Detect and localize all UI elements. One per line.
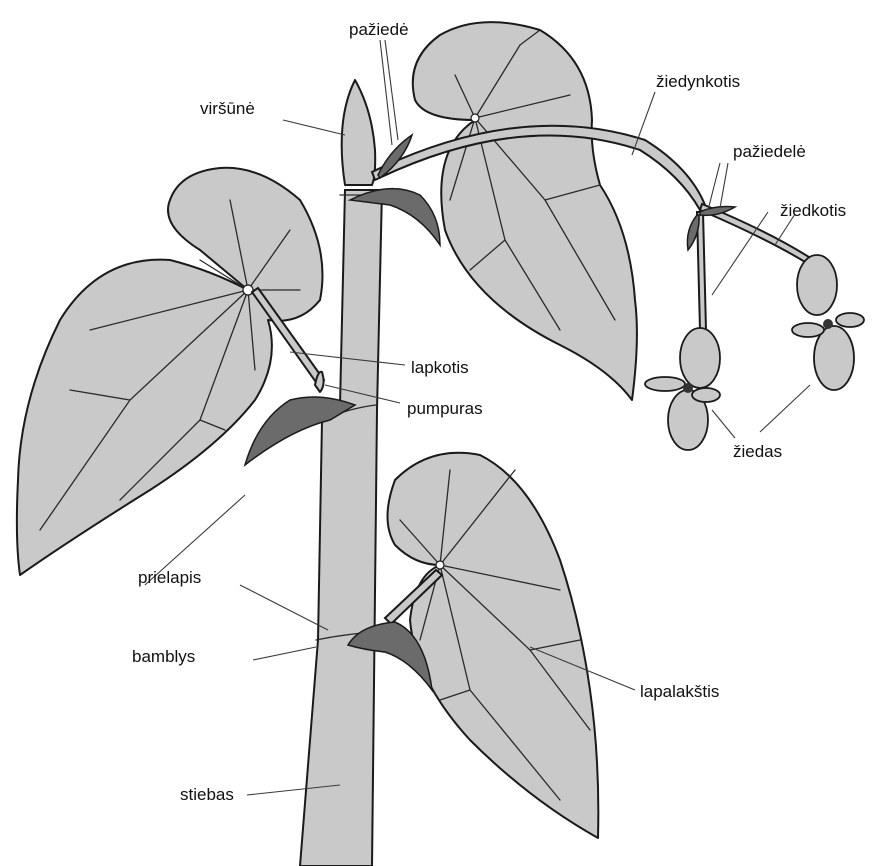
upper-right-leaf [413, 22, 637, 400]
apex-bud [342, 80, 376, 185]
label-lapkotis: lapkotis [411, 358, 469, 377]
label-bamblys: bamblys [132, 647, 195, 666]
label-stiebas: stiebas [180, 785, 234, 804]
label-virsune: viršūnė [200, 99, 255, 118]
label-prielapis: prielapis [138, 568, 201, 587]
label-ziedynkotis: žiedynkotis [656, 72, 740, 91]
label-paziedele: pažiedelė [733, 142, 806, 161]
left-leaf [17, 168, 323, 575]
label-lapalakstis: lapalakštis [640, 682, 719, 701]
flower-right [792, 255, 864, 390]
label-ziedkotis: žiedkotis [780, 201, 846, 220]
flower-left [645, 328, 720, 450]
label-paziede: pažiedė [349, 20, 409, 39]
label-ziedas: žiedas [733, 442, 782, 461]
label-pumpuras: pumpuras [407, 399, 483, 418]
